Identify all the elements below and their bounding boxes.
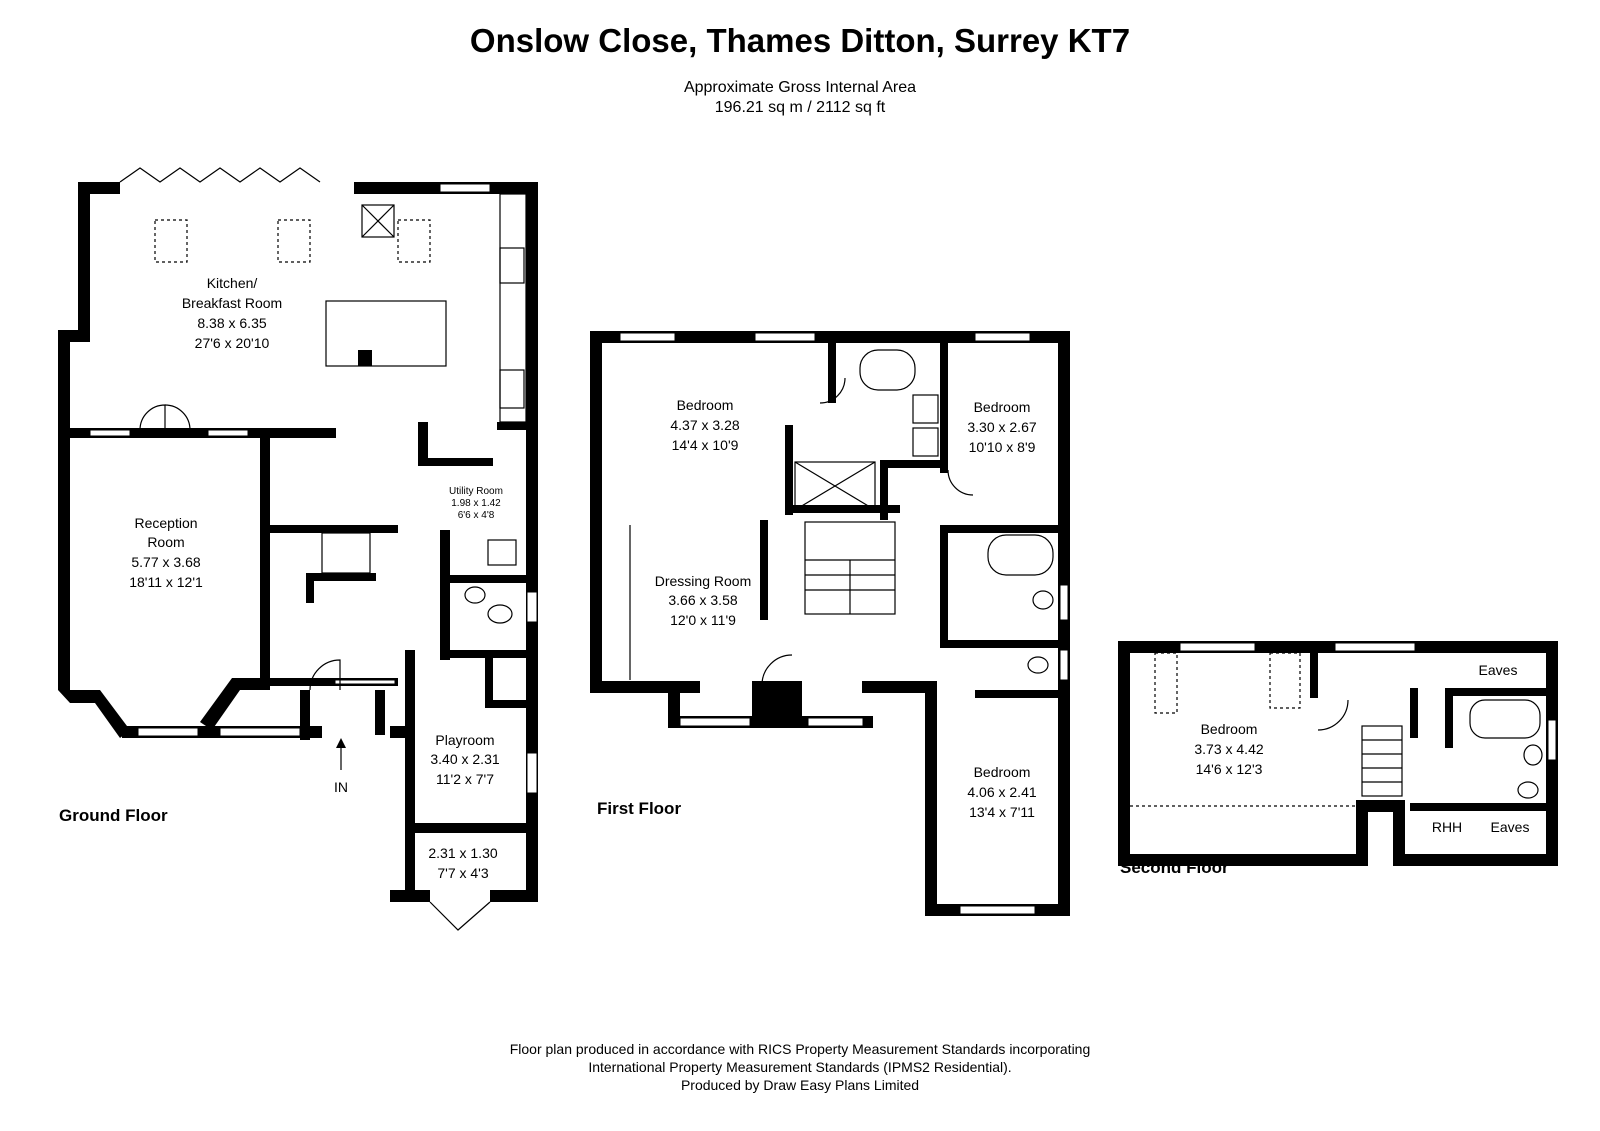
bedroom4-name: Bedroom: [1201, 721, 1258, 737]
footer-line-1: Floor plan produced in accordance with R…: [509, 1041, 1091, 1057]
kitchen-name-2: Breakfast Room: [182, 295, 282, 311]
footer-line-3: Produced by Draw Easy Plans Limited: [680, 1077, 920, 1093]
utility-metric: 1.98 x 1.42: [451, 498, 501, 509]
bedroom1-name: Bedroom: [677, 397, 734, 413]
utility-imperial: 6'6 x 4'8: [458, 510, 495, 521]
dressing-metric: 3.66 x 3.58: [668, 592, 737, 608]
bedroom4-metric: 3.73 x 4.42: [1194, 741, 1263, 757]
second-floor-plan: [1118, 641, 1558, 866]
bedroom1-metric: 4.37 x 3.28: [670, 417, 739, 433]
bedroom3-metric: 4.06 x 2.41: [967, 784, 1036, 800]
dressing-name: Dressing Room: [655, 573, 751, 589]
reception-metric: 5.77 x 3.68: [131, 554, 200, 570]
area-summary: Approximate Gross Internal Area 196.21 s…: [0, 78, 1600, 118]
first-floor-plan: [590, 331, 1070, 916]
kitchen-imperial: 27'6 x 20'10: [195, 335, 270, 351]
area-label: Approximate Gross Internal Area: [683, 79, 917, 96]
area-value: 196.21 sq m / 2112 sq ft: [714, 99, 886, 116]
store-imperial: 7'7 x 4'3: [437, 865, 488, 881]
bedroom2-metric: 3.30 x 2.67: [967, 419, 1036, 435]
entrance-label: IN: [334, 779, 348, 795]
dressing-imperial: 12'0 x 11'9: [670, 612, 736, 628]
bedroom4-imperial: 14'6 x 12'3: [1196, 761, 1263, 777]
reception-name-1: Reception: [134, 515, 197, 531]
footer-line-2: International Property Measurement Stand…: [588, 1059, 1012, 1075]
bedroom3-imperial: 13'4 x 7'11: [969, 804, 1035, 820]
ground-floor-plan: [58, 167, 538, 931]
bedroom3-name: Bedroom: [974, 764, 1031, 780]
ground-floor-label: Ground Floor: [59, 806, 168, 825]
bedroom1-imperial: 14'4 x 10'9: [672, 437, 739, 453]
playroom-metric: 3.40 x 2.31: [430, 751, 499, 767]
kitchen-metric: 8.38 x 6.35: [197, 315, 266, 331]
utility-name: Utility Room: [449, 486, 503, 497]
store-metric: 2.31 x 1.30: [428, 845, 497, 861]
reception-imperial: 18'11 x 12'1: [129, 574, 203, 590]
eaves-label-bottom: Eaves: [1491, 819, 1530, 835]
playroom-name: Playroom: [435, 732, 494, 748]
bedroom2-imperial: 10'10 x 8'9: [969, 439, 1036, 455]
first-floor-label: First Floor: [597, 799, 682, 818]
bedroom2-name: Bedroom: [974, 399, 1031, 415]
rhh-label: RHH: [1432, 819, 1462, 835]
footer-credits: Floor plan produced in accordance with R…: [0, 1040, 1600, 1094]
playroom-imperial: 11'2 x 7'7: [436, 771, 494, 787]
kitchen-name-1: Kitchen/: [207, 275, 258, 291]
reception-name-2: Room: [147, 534, 184, 550]
plan-title: Onslow Close, Thames Ditton, Surrey KT7: [469, 22, 1131, 59]
eaves-label-top: Eaves: [1479, 662, 1518, 678]
